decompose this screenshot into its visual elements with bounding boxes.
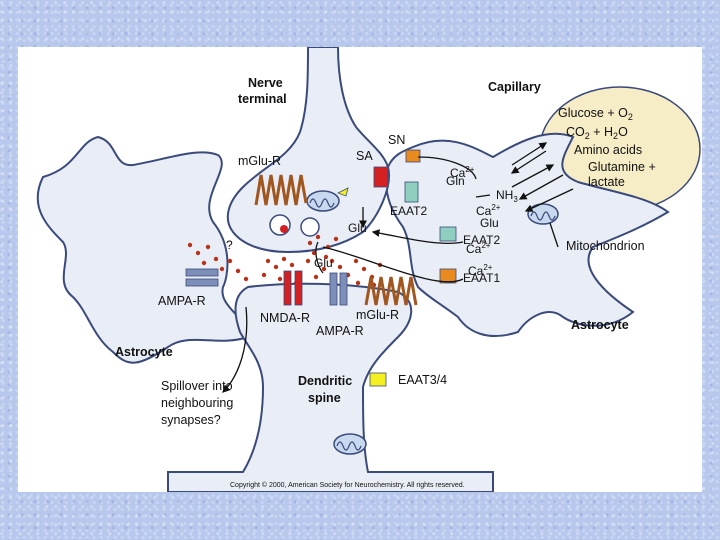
ca-label-4: Ca2+	[468, 263, 493, 278]
glutamate-dot	[281, 256, 287, 262]
nerve-terminal-label-2: terminal	[238, 92, 287, 106]
glucose-o2-label: Glucose + O2	[558, 106, 633, 122]
capillary-label: Capillary	[488, 80, 541, 94]
spillover-label-2: neighbouring	[161, 396, 233, 410]
glutamate-dot	[353, 258, 359, 264]
sn-label: SN	[388, 133, 405, 147]
glutamate-dot	[307, 240, 313, 246]
glutamate-dot	[187, 242, 193, 248]
nh3-label: NH3	[496, 188, 518, 204]
mglu-r-top-label: mGlu-R	[238, 154, 281, 168]
eaat34-transporter	[369, 372, 387, 387]
sa-transporter	[373, 166, 389, 188]
synaptic-vesicle-icon	[300, 217, 320, 237]
mitochondrion-icon	[333, 433, 367, 455]
glutamine-lactate-label-2: lactate	[588, 175, 625, 189]
glutamate-dot	[273, 264, 279, 270]
glu-cleft-label: Glu	[314, 256, 333, 270]
synaptic-vesicle-icon	[269, 214, 291, 236]
nmda-receptor	[283, 270, 303, 306]
question-label: ?	[226, 238, 233, 252]
ca-label-1: Ca2+	[450, 165, 475, 180]
glutamate-dot	[305, 258, 311, 264]
dendritic-spine-label: Dendritic	[298, 374, 352, 388]
mglu-receptor-bottom	[364, 276, 418, 306]
glutamine-lactate-label: Glutamine +	[588, 160, 656, 174]
ampa-receptor-bottom	[329, 272, 348, 306]
left-astrocyte-cell	[36, 135, 250, 364]
glutamate-dot	[261, 272, 267, 278]
eaat2-transporter-right	[439, 226, 457, 242]
mglu-receptor-top	[254, 174, 308, 206]
glutamate-dot	[219, 266, 225, 272]
glutamate-dot	[311, 250, 317, 256]
eaat2-right-label: EAAT2	[463, 233, 500, 247]
glutamate-dot	[289, 262, 295, 268]
ampa-r-bottom-label: AMPA-R	[316, 324, 364, 338]
glutamate-dot	[315, 234, 321, 240]
glutamate-dot	[321, 266, 327, 272]
mglu-r-bottom-label: mGlu-R	[356, 308, 399, 322]
glutamate-dot	[227, 258, 233, 264]
mitochondrion-icon	[527, 203, 559, 225]
yellow-marker-icon	[337, 187, 349, 197]
eaat2-top-label: EAAT2	[390, 204, 427, 218]
glutamate-dot	[277, 276, 283, 282]
flow-arrows	[222, 142, 574, 393]
ca-label-2: Ca2+	[476, 203, 501, 218]
ampa-r-left-label: AMPA-R	[158, 294, 206, 308]
eaat2-transporter-top	[404, 181, 419, 203]
mitochondrion-label: Mitochondrion	[566, 239, 645, 253]
amino-acids-label: Amino acids	[574, 143, 642, 157]
spillover-label-3: synapses?	[161, 413, 221, 427]
ampa-receptor-left	[185, 268, 219, 287]
eaat34-label: EAAT3/4	[398, 373, 447, 387]
nerve-terminal-label: Nerve	[248, 76, 283, 90]
glutamate-dot	[265, 258, 271, 264]
copyright-text: Copyright © 2000, American Society for N…	[230, 481, 465, 489]
glutamate-dot	[195, 250, 201, 256]
right-astrocyte-cell	[385, 132, 670, 337]
nmda-r-label: NMDA-R	[260, 311, 310, 325]
eaat1-label: EAAT1	[463, 271, 500, 285]
spillover-label: Spillover into	[161, 379, 233, 393]
co2-h2o-label: CO2 + H2O	[566, 125, 628, 141]
mitochondrion-icon	[306, 190, 340, 212]
glutamate-dot	[329, 258, 335, 264]
glu-terminal-label: Glu	[348, 221, 367, 235]
sn-transporter	[405, 149, 421, 163]
astrocyte-left-label: Astrocyte	[115, 345, 173, 359]
dendritic-spine-label-2: spine	[308, 391, 341, 405]
figure-panel: Nerve terminal Capillary Glucose + O2 CO…	[18, 46, 702, 493]
glutamate-dot	[213, 256, 219, 262]
glutamate-dot	[355, 280, 361, 286]
sa-label: SA	[356, 149, 373, 163]
glu-astro-label: Glu	[480, 216, 499, 230]
glutamate-dot	[205, 244, 211, 250]
glutamate-dot	[361, 266, 367, 272]
gln-label: Gln	[446, 174, 465, 188]
ca-label-3: Ca2+	[466, 241, 491, 256]
glutamate-dot	[243, 276, 249, 282]
glutamate-dot	[235, 268, 241, 274]
glutamate-dot	[333, 236, 339, 242]
glutamate-dot	[337, 264, 343, 270]
glutamate-dot	[313, 274, 319, 280]
eaat1-transporter	[439, 268, 457, 284]
glutamate-dot	[201, 260, 207, 266]
astrocyte-right-label: Astrocyte	[571, 318, 629, 332]
glutamate-dot	[323, 254, 329, 260]
